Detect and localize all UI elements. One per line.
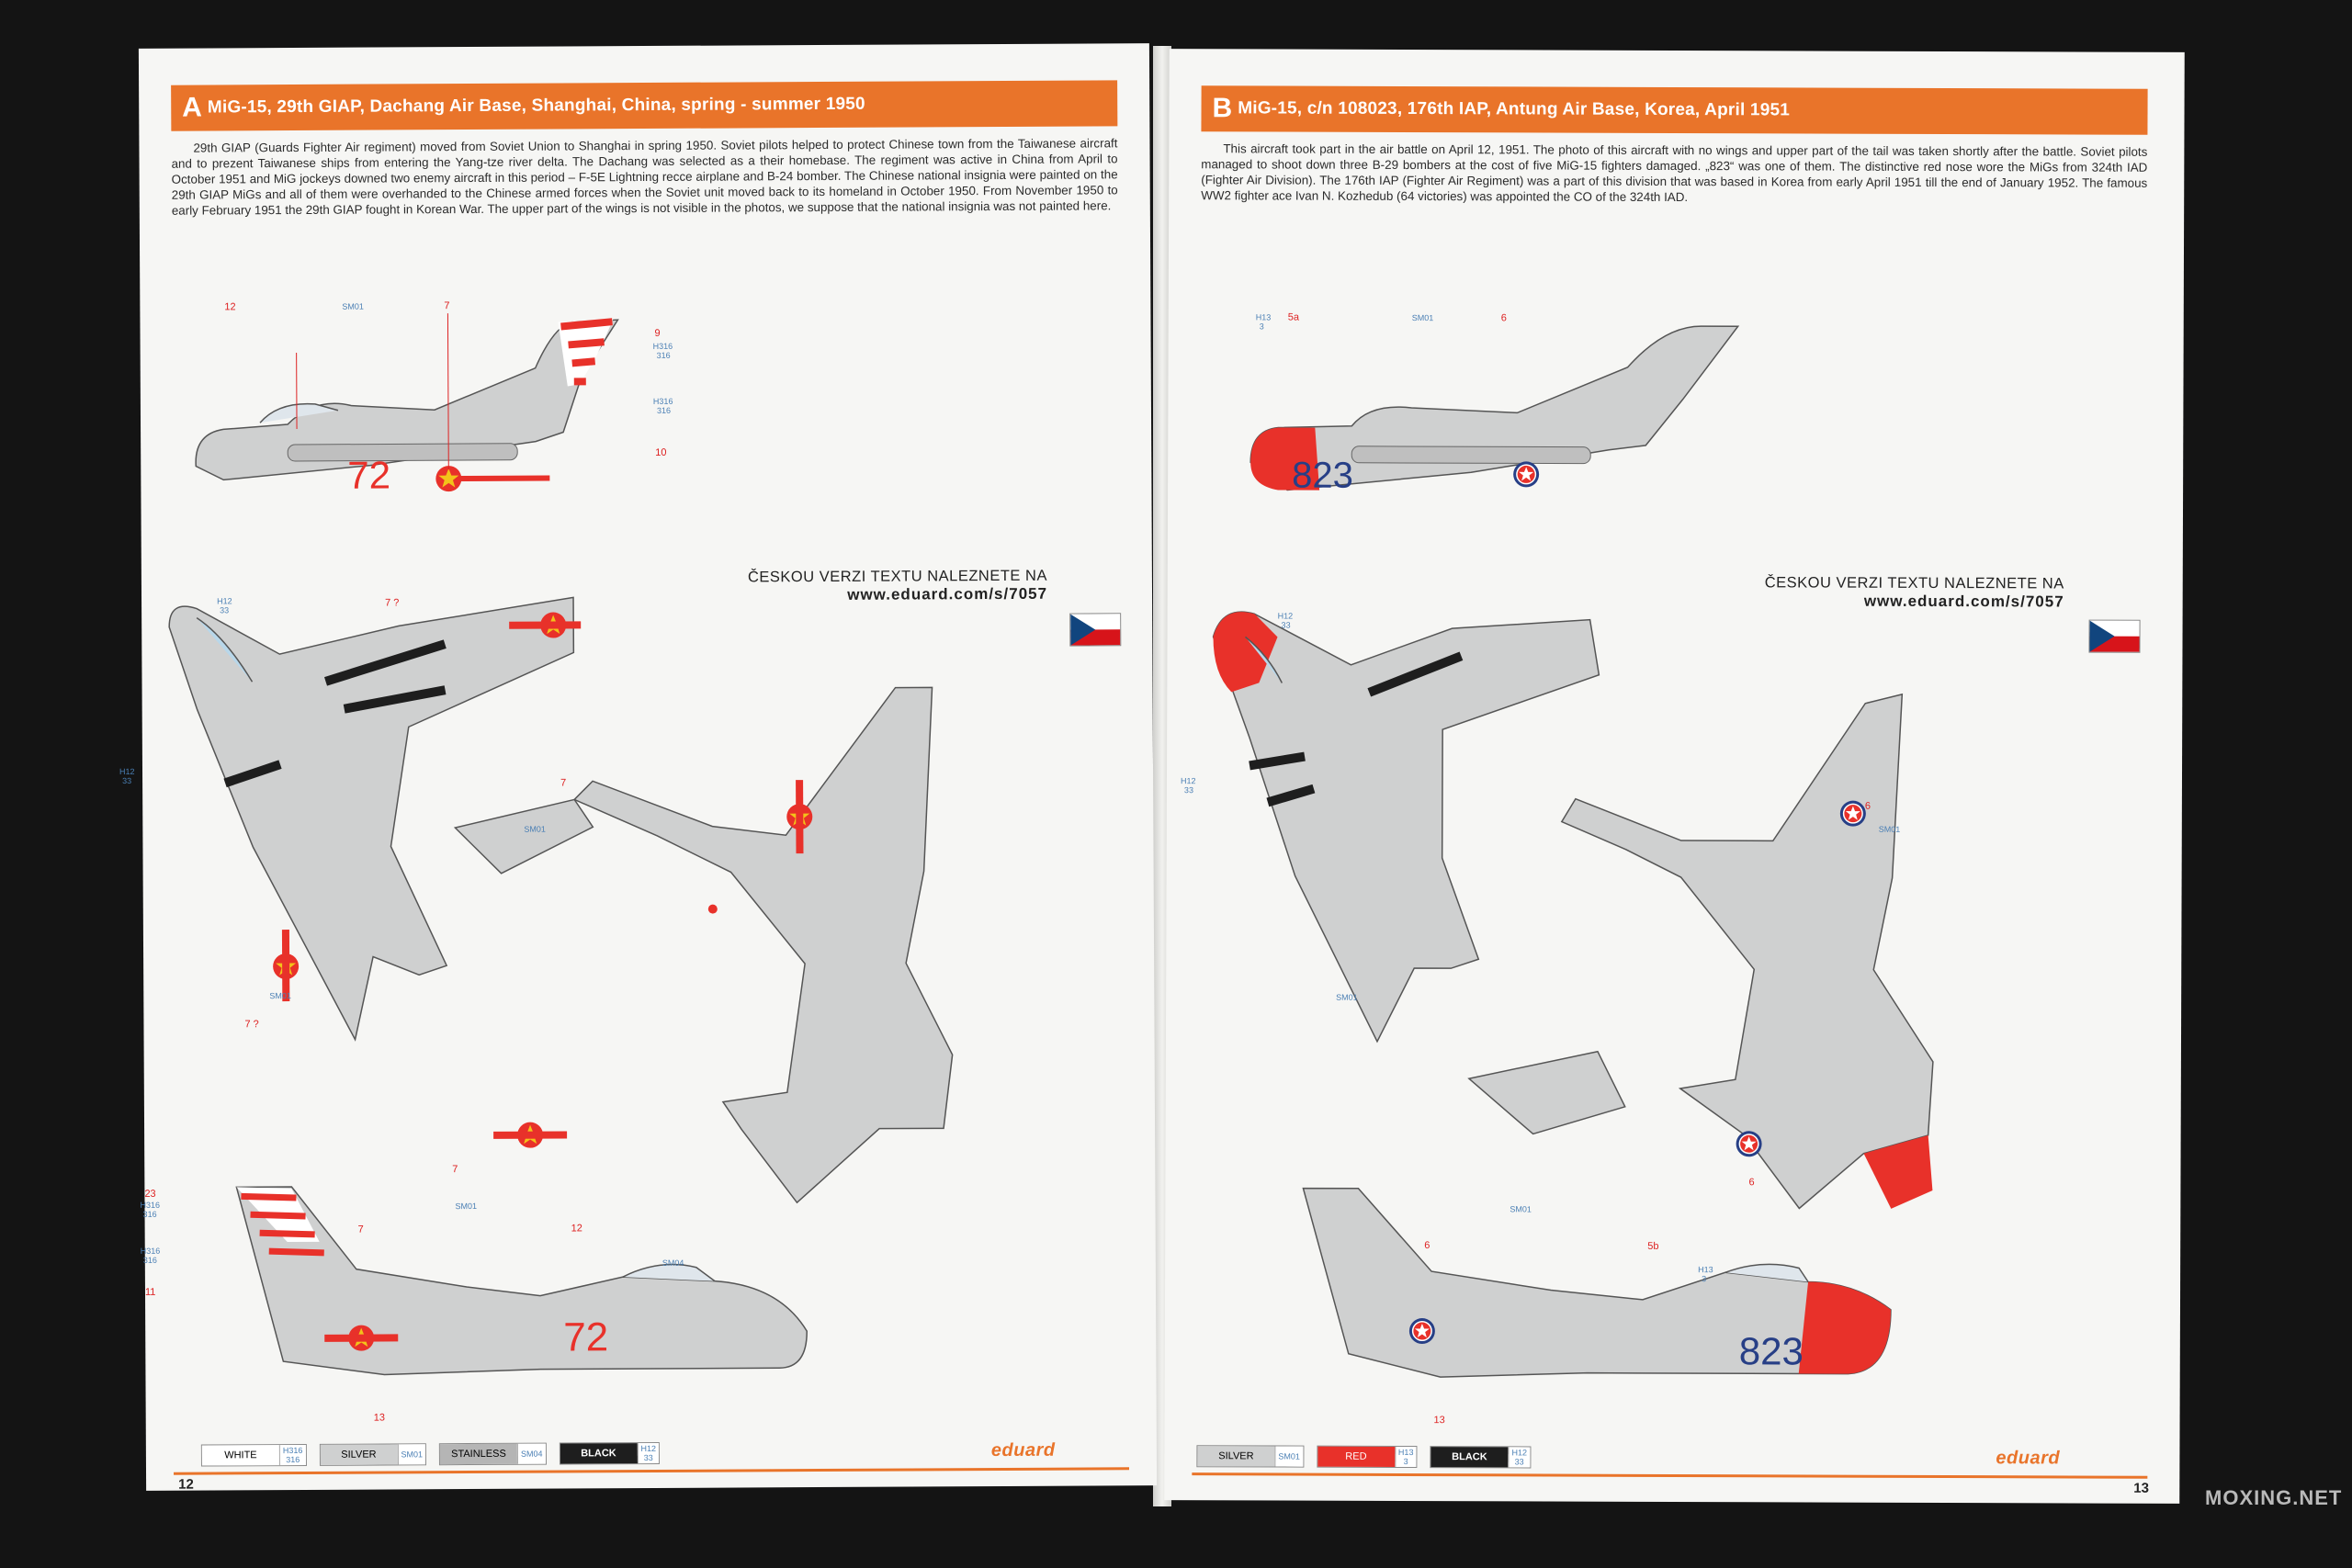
side-view-right: 72 [235,1186,808,1376]
callout: 7 [560,777,566,788]
paint-code: 33 [1282,621,1291,630]
czech-url-link[interactable]: www.eduard.com/s/7057 [1863,592,2064,611]
paint-code: 33 [1184,785,1193,795]
paint-code: SM01 [1510,1204,1532,1213]
page-left: A MiG-15, 29th GIAP, Dachang Air Base, S… [119,43,1158,1493]
callout: 9 [654,328,660,339]
side-view-left: 823 [1250,325,1740,496]
callout: 7 [358,1224,364,1235]
paint-code: SM04 [662,1258,684,1268]
callout: 23 [144,1189,155,1200]
paint-code: SM01 [524,825,546,834]
czech-caption: ČESKOU VERZI TEXTU NALEZNETE NA [1764,574,2064,592]
side-number-right: 823 [1739,1329,1804,1372]
legend-item-stainless: STAINLESS SM04 [438,1442,547,1466]
paint-code: H316 [140,1201,160,1210]
callout: 12 [571,1223,582,1234]
paint-code: SM01 [1412,313,1434,322]
callout: 5b [1647,1241,1658,1252]
page-number: 12 [178,1476,194,1493]
paint-code: H12 [119,767,135,776]
paint-code: H13 [1698,1265,1713,1274]
side-number-right: 72 [563,1314,608,1359]
aircraft-drawings-b: 823 823 5a 6 [1181,312,1934,1426]
czech-caption: ČESKOU VERZI TEXTU NALEZNETE NA [747,567,1047,586]
side-number: 823 [1292,456,1353,496]
page-number: 13 [2133,1480,2150,1496]
aircraft-drawings-a: 72 [119,300,954,1424]
paint-code: H316 [653,342,673,351]
czech-flag-icon [1069,613,1122,647]
paint-code: 316 [657,406,671,415]
callout: 6 [1424,1240,1430,1251]
side-view-left: 72 [195,313,619,497]
callout: 11 [145,1287,155,1298]
paint-code: 33 [122,776,131,785]
paint-code: 33 [220,605,229,615]
paint-code: 316 [143,1210,157,1219]
callout: 5a [1288,312,1300,323]
callout: 12 [224,301,235,312]
paint-code: H12 [217,596,232,605]
callout: 13 [374,1413,385,1424]
callout: 6 [1748,1177,1754,1188]
paint-code: 3 [1260,321,1264,331]
paint-code: H12 [1181,776,1196,785]
top-view-left [1212,611,1600,1043]
top-view-left [168,596,582,1042]
side-view-right: 823 [1302,1187,1892,1378]
callout: 10 [655,447,666,458]
bottom-view-left [453,686,954,1204]
paint-code: SM01 [269,991,291,1000]
paint-code: H12 [1278,611,1294,620]
legend-item-silver: SILVER SM01 [319,1443,427,1466]
paint-code: SM01 [342,302,364,311]
side-number: 72 [347,453,390,496]
paint-code: H316 [653,397,673,406]
paint-code: SM01 [1879,825,1901,834]
paint-code: H13 [1256,312,1272,321]
czech-url-link[interactable]: www.eduard.com/s/7057 [847,584,1048,604]
paint-code: H316 [141,1247,161,1256]
callout: 6 [1501,312,1507,323]
paint-code: 316 [657,351,671,360]
czech-flag-icon [2088,619,2141,653]
bottom-view-left [1467,693,1934,1210]
callout: 7 ? [385,597,399,608]
paint-code: SM01 [1336,993,1358,1002]
callout: 7 [452,1164,458,1175]
eduard-logo: eduard [1996,1448,2061,1469]
callout: 6 [1865,801,1871,812]
eduard-logo: eduard [990,1439,1056,1461]
czech-link-box: ČESKOU VERZI TEXTU NALEZNETE NA www.edua… [748,568,1047,605]
callout: 13 [1434,1415,1445,1426]
callout: 7 ? [244,1019,258,1030]
watermark: MOXING.NET [2205,1486,2343,1509]
legend-item-silver: SILVER SM01 [1196,1445,1304,1468]
paint-code: 316 [143,1256,157,1265]
page-right: B MiG-15, c/n 108023, 176th IAP, Antung … [1164,49,2185,1504]
paint-code: 3 [1702,1274,1706,1283]
callout: 7 [444,300,449,311]
czech-link-box: ČESKOU VERZI TEXTU NALEZNETE NA www.edua… [1765,574,2064,611]
paint-code: SM01 [455,1201,477,1211]
